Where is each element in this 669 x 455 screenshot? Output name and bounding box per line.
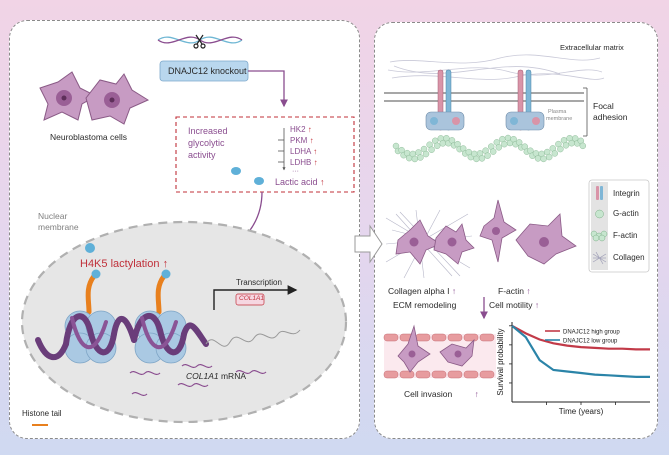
- nuclear-membrane-label-1: Nuclear: [38, 211, 68, 221]
- legend-integrin-label: Integrin: [613, 189, 640, 198]
- f-actin-bead: [562, 142, 570, 149]
- motility-cells-icon: [479, 199, 577, 265]
- ecm-remodeling-label: ECM remodeling: [393, 300, 457, 310]
- mrna-label: COL1A1 mRNA: [186, 371, 246, 381]
- enzyme-ellipsis: ···: [292, 168, 299, 175]
- f-actin-bead: [484, 152, 491, 159]
- vessel-endothelium: [383, 333, 495, 379]
- enzyme-hk2: HK2 ↑: [290, 125, 312, 134]
- f-actin-bead: [478, 155, 486, 162]
- legend-f-actin-label: F-actin: [613, 231, 638, 240]
- integrin-left: [425, 69, 465, 131]
- f-actin-bead: [473, 155, 480, 163]
- f-actin-filament: [392, 134, 586, 163]
- cells-label: Neuroblastoma cells: [50, 132, 128, 142]
- f-actin-bead: [428, 146, 435, 153]
- histone-tails: [85, 273, 167, 315]
- nuclear-membrane-label-2: membrane: [38, 222, 79, 232]
- ecm-collagen-mesh: [387, 54, 605, 80]
- histone-tail-label: Histone tail: [22, 409, 62, 418]
- f-actin-bead: [540, 155, 547, 163]
- chromatin-dna: [35, 312, 209, 360]
- glycolysis-label-1: Increased: [188, 126, 228, 136]
- invading-cells-icon: [397, 324, 475, 373]
- legend-collagen-label: Collagen: [613, 253, 645, 262]
- lactyl-groups: [85, 243, 171, 279]
- f-actin-bead: [551, 150, 558, 157]
- transcription-arrow: [213, 285, 298, 310]
- integrin-right: [505, 69, 545, 131]
- y-axis-label: Survival probability: [496, 328, 505, 395]
- collagen-icon: [592, 251, 607, 265]
- h4k5-lactylation-label: H4K5 lactylation ↑: [80, 258, 169, 270]
- mrna-fragments: [129, 363, 267, 397]
- extracellular-matrix-label: Extracellular matrix: [560, 43, 624, 52]
- lactate-molecules: [231, 167, 264, 185]
- enzyme-pkm: PKM ↑: [290, 136, 314, 145]
- knockout-label: DNAJC12 knockout: [168, 66, 247, 76]
- focal-adhesion-label-2: adhesion: [593, 112, 628, 122]
- f-actin-label: F-actin ↑: [498, 286, 531, 296]
- f-actin-icon: [590, 230, 608, 242]
- mrna-strand: [205, 329, 301, 347]
- plasma-membrane: [384, 92, 584, 102]
- integrin-icon: [596, 186, 603, 200]
- panel-connector-arrow: [354, 224, 383, 264]
- knockout-arrow: [248, 70, 288, 108]
- f-actin-bead: [434, 142, 441, 149]
- f-actin-bead: [422, 150, 430, 158]
- enzyme-ldha: LDHA ↑: [290, 147, 318, 156]
- glycolysis-label-2: glycolytic: [188, 138, 225, 148]
- collagen-alpha-label: Collagen alpha I ↑: [388, 286, 457, 296]
- transcription-label: Transcription: [236, 278, 282, 287]
- f-actin-bead: [417, 154, 424, 161]
- lactic-acid-label: Lactic acid ↑: [275, 177, 325, 187]
- x-axis-label: Time (years): [559, 407, 604, 416]
- neuroblastoma-cells-icon: [39, 71, 150, 125]
- f-actin-bead: [501, 140, 508, 148]
- f-actin-bead: [546, 153, 553, 161]
- enzyme-bracket: [278, 128, 286, 171]
- legend-label-high-group: DNAJC12 high group: [563, 330, 620, 336]
- chromatin-dna-front: [70, 316, 178, 349]
- glycolysis-label-3: activity: [188, 150, 216, 160]
- gene-box: [235, 293, 265, 306]
- f-actin-bead: [495, 144, 502, 151]
- f-actin-bead: [557, 145, 564, 153]
- gene-label: COL1A1: [239, 295, 264, 302]
- g-actin-icon: [595, 209, 604, 219]
- scissors-icon: [193, 34, 206, 49]
- series-line-high-group: [511, 324, 650, 351]
- ecm-cells-icon: [395, 219, 475, 265]
- plasma-membrane-label-2: membrane: [546, 116, 573, 122]
- plasma-membrane-label-1: Plasma: [548, 109, 567, 115]
- survival-chart: DNAJC12 high group DNAJC12 low group Tim…: [496, 322, 650, 416]
- focal-adhesion-label-1: Focal: [593, 101, 614, 111]
- legend-label-low-group: DNAJC12 low group: [563, 339, 618, 345]
- cell-invasion-label: Cell invasion ↑: [404, 389, 479, 399]
- f-actin-bead: [490, 148, 497, 155]
- f-actin-bead: [439, 140, 446, 147]
- f-actin-bead: [579, 142, 586, 150]
- enzyme-ldhb: LDHB ↑: [290, 158, 318, 167]
- series-line-low-group: [511, 324, 650, 378]
- f-actin-bead: [411, 155, 418, 163]
- legend-g-actin-label: G-actin: [613, 209, 639, 218]
- cell-motility-label: Cell motility ↑: [489, 300, 540, 310]
